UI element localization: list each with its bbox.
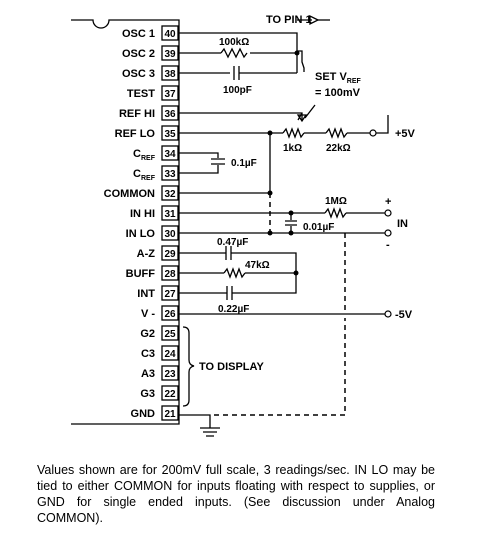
pin-number: 32 bbox=[164, 189, 176, 200]
figure-caption: Values shown are for 200mV full scale, 3… bbox=[37, 463, 435, 525]
c-ref-label: 0.1µF bbox=[231, 158, 257, 169]
pin-name: COMMON bbox=[104, 188, 155, 200]
pin-number: 34 bbox=[164, 149, 176, 160]
r-in-label: 1MΩ bbox=[325, 196, 347, 207]
osc-network: TO PIN 1 100kΩ 100pF bbox=[179, 14, 330, 96]
to-pin1-label: TO PIN 1 bbox=[266, 14, 312, 26]
pin-number: 40 bbox=[164, 29, 176, 40]
set-vref-label: SET VREF bbox=[315, 71, 362, 85]
schematic-diagram: 40 OSC 1 39 OSC 2 38 OSC 3 37 TEST 36 REF HI 35 REF… bbox=[71, 14, 416, 437]
pin-number: 23 bbox=[164, 369, 176, 380]
pin-number: 31 bbox=[164, 209, 176, 220]
input-minus-label: - bbox=[386, 239, 390, 251]
pin-number: 26 bbox=[164, 309, 176, 320]
pin-box bbox=[161, 265, 179, 281]
reference-network: SET VREF = 100mV 1kΩ 22kΩ +5V bbox=[179, 71, 416, 154]
pin-list: 40 OSC 1 39 OSC 2 38 OSC 3 37 TEST 36 REF HI 35 REF… bbox=[104, 25, 179, 421]
pin-number: 25 bbox=[164, 329, 176, 340]
pin-number: 38 bbox=[164, 69, 176, 80]
pin-name: A3 bbox=[141, 368, 155, 380]
pin-number: 24 bbox=[164, 349, 176, 360]
pin-number: 29 bbox=[164, 249, 176, 260]
pin-box bbox=[161, 85, 179, 101]
pin-box bbox=[161, 105, 179, 121]
pin-box bbox=[161, 325, 179, 341]
pin-name: IN LO bbox=[126, 228, 156, 240]
pin-name: C3 bbox=[141, 348, 155, 360]
r-osc-label: 100kΩ bbox=[219, 37, 249, 48]
pin-name: GND bbox=[131, 408, 156, 420]
pin-name: V - bbox=[141, 308, 155, 320]
input-label: IN bbox=[397, 218, 408, 230]
pin-name: CREF bbox=[133, 168, 156, 182]
pin-box bbox=[161, 365, 179, 381]
pin-box bbox=[161, 45, 179, 61]
ic-outline bbox=[71, 19, 180, 425]
r-ref-label: 22kΩ bbox=[326, 143, 351, 154]
pin-box bbox=[161, 185, 179, 201]
pin-box bbox=[161, 305, 179, 321]
pin-box bbox=[161, 385, 179, 401]
minus5v-label: -5V bbox=[395, 309, 413, 321]
negative-supply: -5V bbox=[179, 309, 413, 321]
pin-number: 22 bbox=[164, 389, 176, 400]
pin-box bbox=[161, 205, 179, 221]
pin-name: OSC 2 bbox=[122, 48, 155, 60]
c-osc-label: 100pF bbox=[223, 85, 252, 96]
pin-name: OSC 1 bbox=[122, 28, 155, 40]
pin-name: OSC 3 bbox=[122, 68, 155, 80]
pin-box bbox=[161, 25, 179, 41]
c-in-label: 0.01µF bbox=[303, 222, 334, 233]
pin-number: 36 bbox=[164, 109, 176, 120]
set-vref-value: = 100mV bbox=[315, 87, 361, 99]
input-network: 1MΩ 0.01µF + - IN bbox=[179, 193, 408, 313]
pin-name: REF LO bbox=[115, 128, 156, 140]
pin-name: TEST bbox=[127, 88, 155, 100]
pin-number: 35 bbox=[164, 129, 176, 140]
pin-name: G3 bbox=[140, 388, 155, 400]
integrator-network: 0.47µF 47kΩ 0.22µF bbox=[179, 237, 299, 315]
pin-box bbox=[161, 245, 179, 261]
cref-capacitor: 0.1µF bbox=[179, 133, 273, 196]
pin-name: G2 bbox=[140, 328, 155, 340]
pin-number: 37 bbox=[164, 89, 176, 100]
pin-name: INT bbox=[137, 288, 155, 300]
pot-label: 1kΩ bbox=[283, 143, 302, 154]
pin-box bbox=[161, 165, 179, 181]
pin-number: 39 bbox=[164, 49, 176, 60]
pin-box bbox=[161, 285, 179, 301]
pin-box bbox=[161, 405, 179, 421]
pin-box bbox=[161, 125, 179, 141]
pin-name: A-Z bbox=[137, 248, 156, 260]
pin-box bbox=[161, 65, 179, 81]
pin-name: CREF bbox=[133, 148, 156, 162]
input-plus-label: + bbox=[385, 196, 391, 208]
pin-box bbox=[161, 145, 179, 161]
pin-number: 28 bbox=[164, 269, 176, 280]
ground-network bbox=[179, 318, 346, 437]
display-bracket: TO DISPLAY bbox=[182, 326, 264, 407]
plus5v-label: +5V bbox=[395, 128, 416, 140]
pin-number: 21 bbox=[164, 409, 176, 420]
pin-box bbox=[161, 225, 179, 241]
pin-name: BUFF bbox=[126, 268, 156, 280]
pin-number: 33 bbox=[164, 169, 176, 180]
pin-number: 30 bbox=[164, 229, 176, 240]
c-az-label: 0.47µF bbox=[217, 237, 248, 248]
r-int-label: 47kΩ bbox=[245, 260, 270, 271]
pin-box bbox=[161, 345, 179, 361]
to-display-label: TO DISPLAY bbox=[199, 361, 264, 373]
pin-name: REF HI bbox=[119, 108, 155, 120]
pin-number: 27 bbox=[164, 289, 176, 300]
c-int-label: 0.22µF bbox=[218, 304, 249, 315]
pin-name: IN HI bbox=[130, 208, 155, 220]
